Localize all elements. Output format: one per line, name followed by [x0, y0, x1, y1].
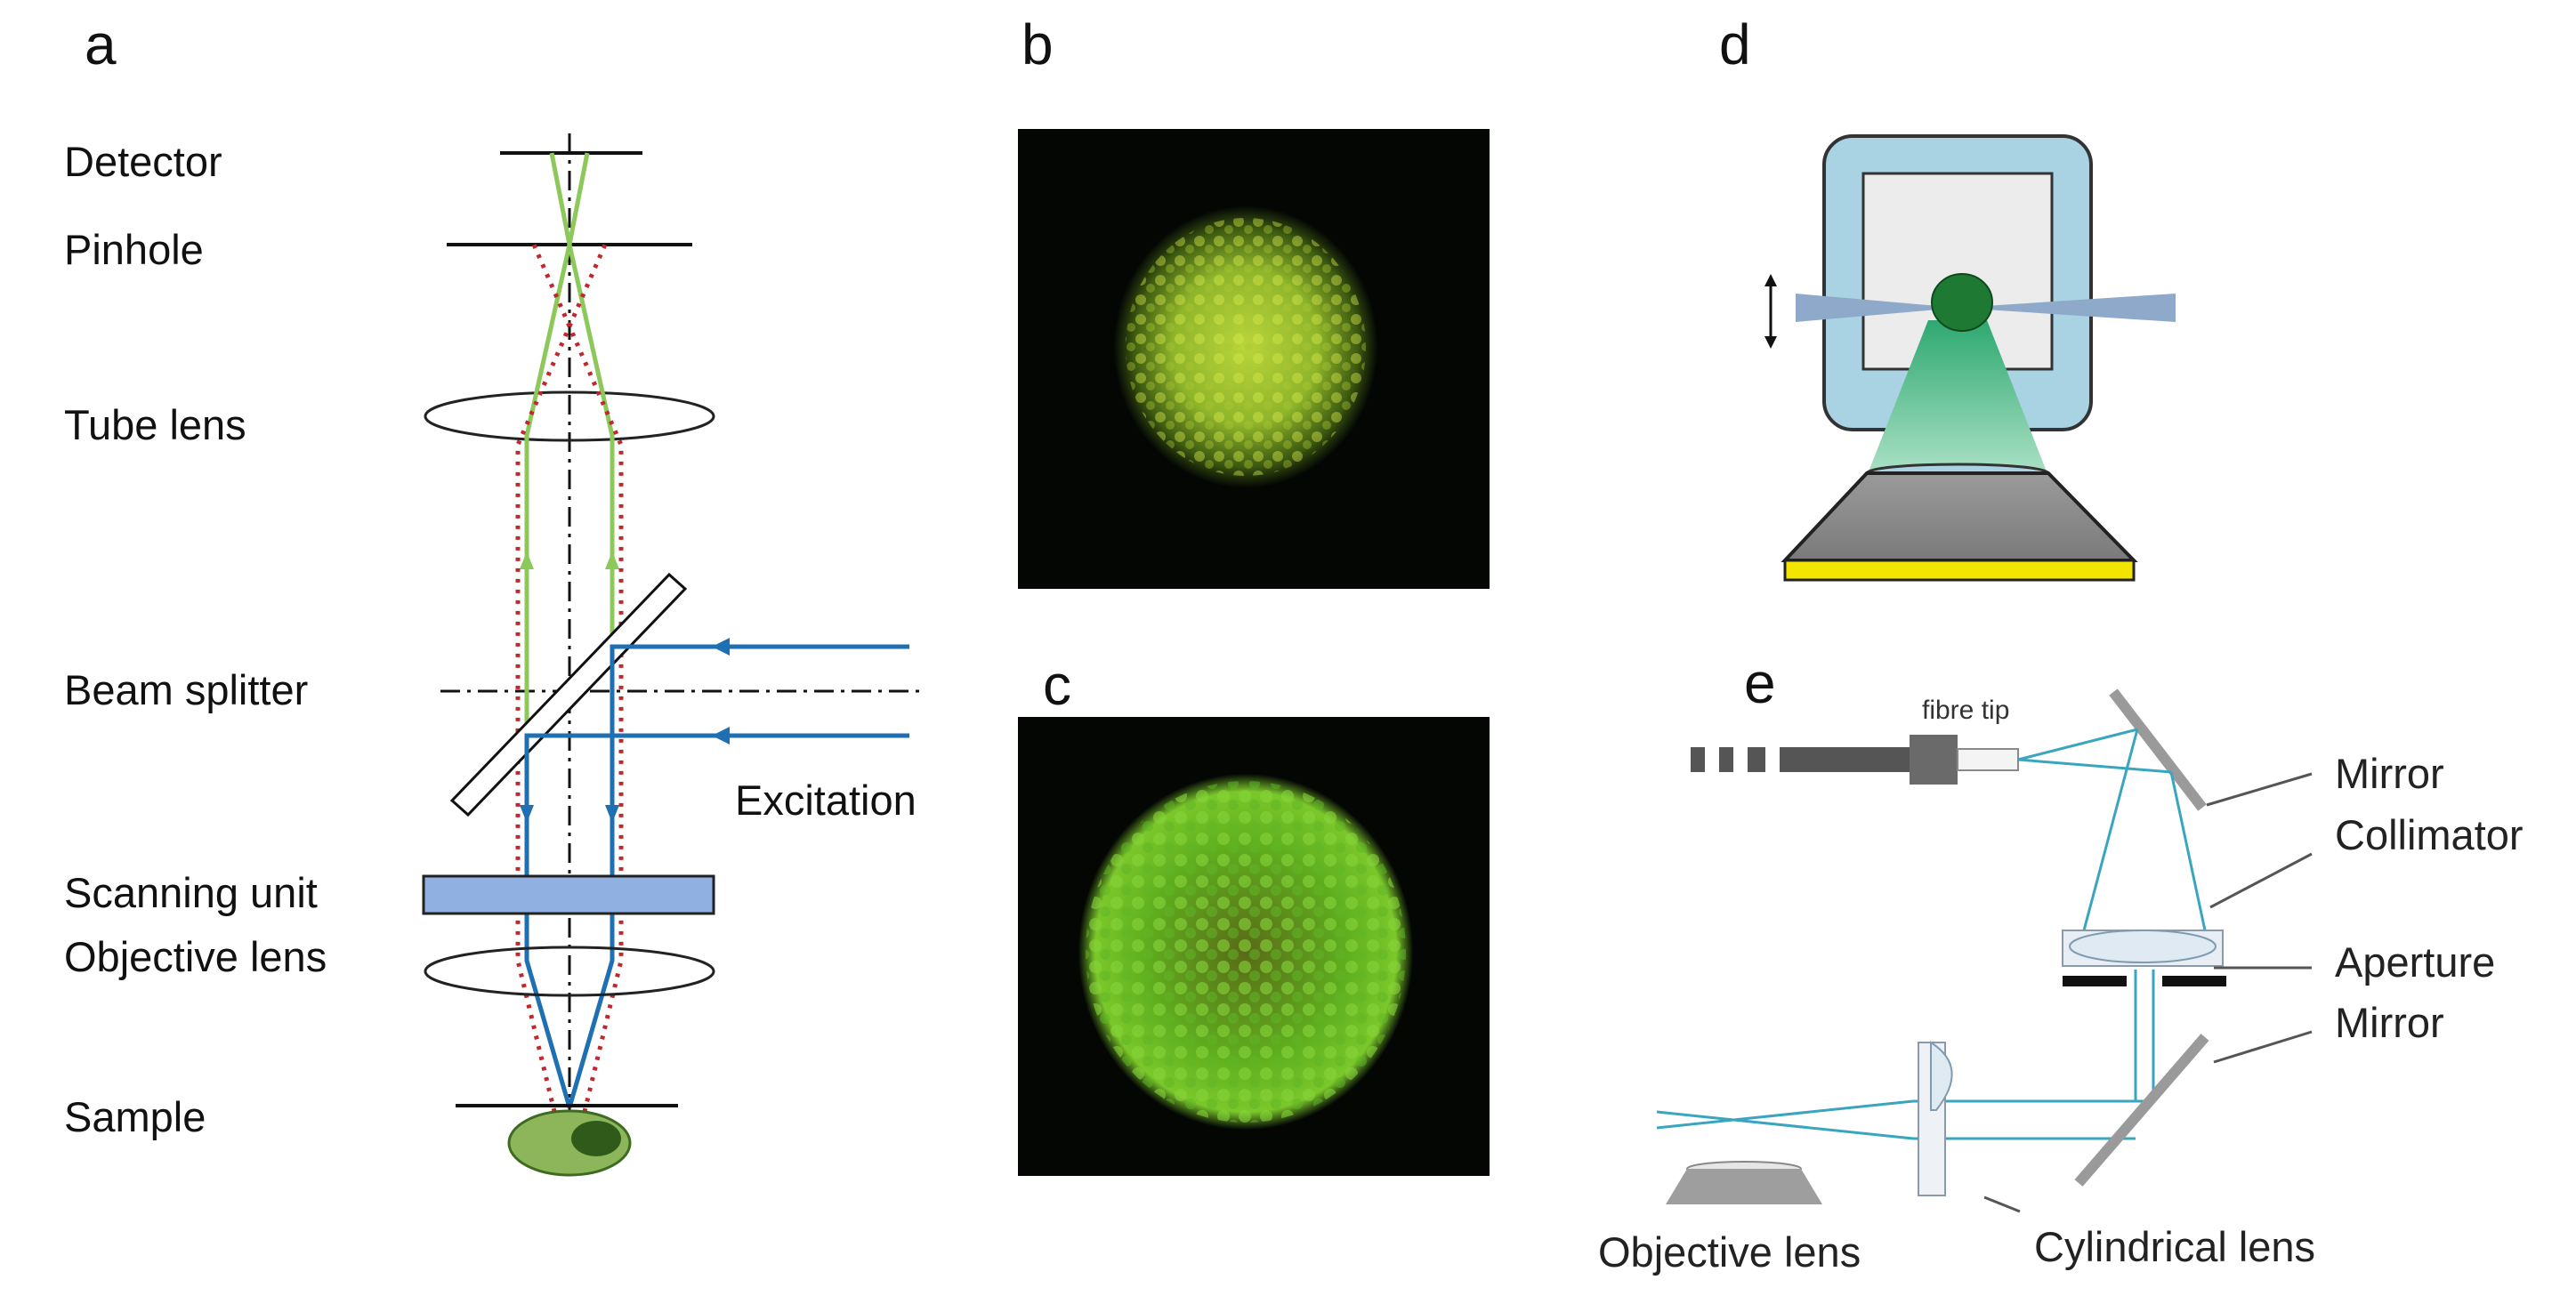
sample-nucleus — [571, 1121, 621, 1156]
light-sheet-left — [1796, 294, 1958, 322]
fibre-cable-dash-2 — [1719, 747, 1733, 772]
emission-arrow-right — [605, 551, 619, 569]
fibre-cable — [1780, 747, 1911, 772]
label-collimator: Collimator — [2335, 811, 2524, 858]
panel-label-d: d — [1719, 12, 1751, 76]
out-of-focus-ray-right — [531, 244, 624, 1175]
panel-a-confocal-diagram: Detector Pinhole Tube lens Beam splitter… — [64, 133, 921, 1177]
objective-e-body — [1666, 1169, 1822, 1204]
fibre-cable-dash-3 — [1748, 747, 1765, 772]
excitation-arrow-bottom — [712, 727, 730, 745]
cylindrical-lens — [1930, 1041, 1953, 1111]
fibre-connector — [1910, 735, 1958, 785]
excitation-arrow-down-right — [605, 805, 619, 823]
beam-paths — [1656, 728, 2207, 1140]
excitation-arrow-top — [712, 638, 730, 656]
aperture-left — [2063, 976, 2127, 986]
translation-arrow — [1764, 274, 1777, 349]
panel-label-a: a — [85, 12, 117, 76]
mirror-top — [2109, 688, 2207, 811]
panel-c-micrograph — [1018, 717, 1490, 1176]
scanning-unit-box — [422, 874, 715, 915]
label-tube-lens: Tube lens — [64, 401, 246, 448]
label-cylindrical-lens: Cylindrical lens — [2034, 1223, 2315, 1270]
label-objective-lens-a: Objective lens — [64, 933, 327, 980]
micrograph-b-cells — [1126, 218, 1366, 476]
sample-spheroid-d — [1931, 273, 1993, 332]
out-of-focus-ray-left — [515, 244, 608, 1175]
emission-ray-right — [549, 152, 615, 658]
beam-splitter-plate — [449, 572, 688, 817]
panel-d-light-sheet-schematic — [1764, 134, 2176, 582]
collimator-lens — [2069, 930, 2217, 963]
fibre-ferrule — [1957, 748, 2019, 771]
detection-objective-body — [1781, 471, 2138, 562]
excitation-arrow-down-left — [520, 805, 534, 823]
micrograph-c-cells — [1086, 781, 1406, 1123]
label-aperture: Aperture — [2335, 938, 2495, 986]
label-objective-lens-e: Objective lens — [1598, 1228, 1861, 1276]
objective-lens-shape-a — [424, 946, 715, 997]
label-excitation: Excitation — [735, 777, 917, 824]
label-mirror-top: Mirror — [2335, 750, 2444, 797]
excitation-ray-top — [567, 644, 909, 1108]
tube-lens-shape — [424, 390, 715, 442]
fluorescence-cone — [1869, 320, 2047, 471]
label-fibre-tip: fibre tip — [1922, 696, 2009, 725]
label-pinhole: Pinhole — [64, 226, 204, 273]
aperture-right — [2162, 976, 2226, 986]
mirror-bottom — [2074, 1034, 2209, 1187]
panel-b-micrograph — [1018, 129, 1490, 589]
light-sheet-right — [1958, 294, 2176, 322]
camera-strip — [1783, 559, 2136, 582]
panel-label-c: c — [1043, 653, 1071, 717]
label-sample: Sample — [64, 1093, 206, 1140]
emission-ray-left — [524, 152, 590, 729]
label-scanning-unit: Scanning unit — [64, 869, 318, 916]
panel-label-b: b — [1022, 12, 1054, 76]
label-detector: Detector — [64, 138, 222, 185]
panel-e-optical-setup: fibre tip — [1598, 688, 2524, 1276]
emission-arrow-left — [520, 551, 534, 569]
label-beam-splitter: Beam splitter — [64, 666, 308, 713]
leader-lines — [1983, 772, 2313, 1213]
panel-label-e: e — [1744, 651, 1776, 715]
fibre-cable-dash-1 — [1691, 747, 1705, 772]
label-mirror-bottom: Mirror — [2335, 999, 2444, 1046]
